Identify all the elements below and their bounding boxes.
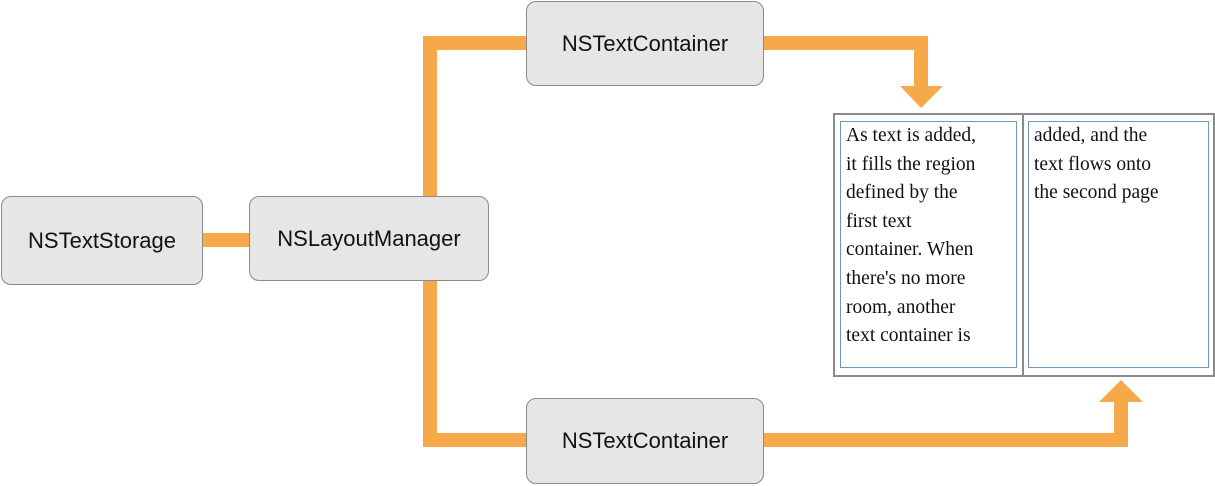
arrow-down-icon — [900, 86, 943, 108]
connector-bottom-container-to-page — [764, 402, 1128, 447]
nstextcontainer-top-label: NSTextContainer — [561, 30, 729, 56]
connector-layout-to-top-container — [423, 36, 526, 196]
arrow-up-icon — [1099, 380, 1143, 402]
second-page-text: added, and the text flows onto the secon… — [1034, 125, 1159, 204]
connector-top-container-to-page — [764, 36, 928, 86]
nstextstorage-node: NSTextStorage — [1, 196, 203, 285]
nslayoutmanager-label: NSLayoutManager — [277, 225, 461, 251]
first-text-container-region — [840, 121, 1017, 368]
first-page-text: As text is added, it fills the region de… — [846, 125, 976, 347]
second-text-container-region — [1028, 121, 1209, 368]
nstextcontainer-top-node: NSTextContainer — [526, 1, 764, 86]
connector-layout-to-bottom-container — [423, 281, 526, 447]
nslayoutmanager-node: NSLayoutManager — [249, 196, 489, 281]
nstextstorage-label: NSTextStorage — [28, 227, 176, 253]
nstextcontainer-bottom-label: NSTextContainer — [561, 428, 729, 453]
nstextcontainer-bottom-node: NSTextContainer — [526, 398, 764, 484]
